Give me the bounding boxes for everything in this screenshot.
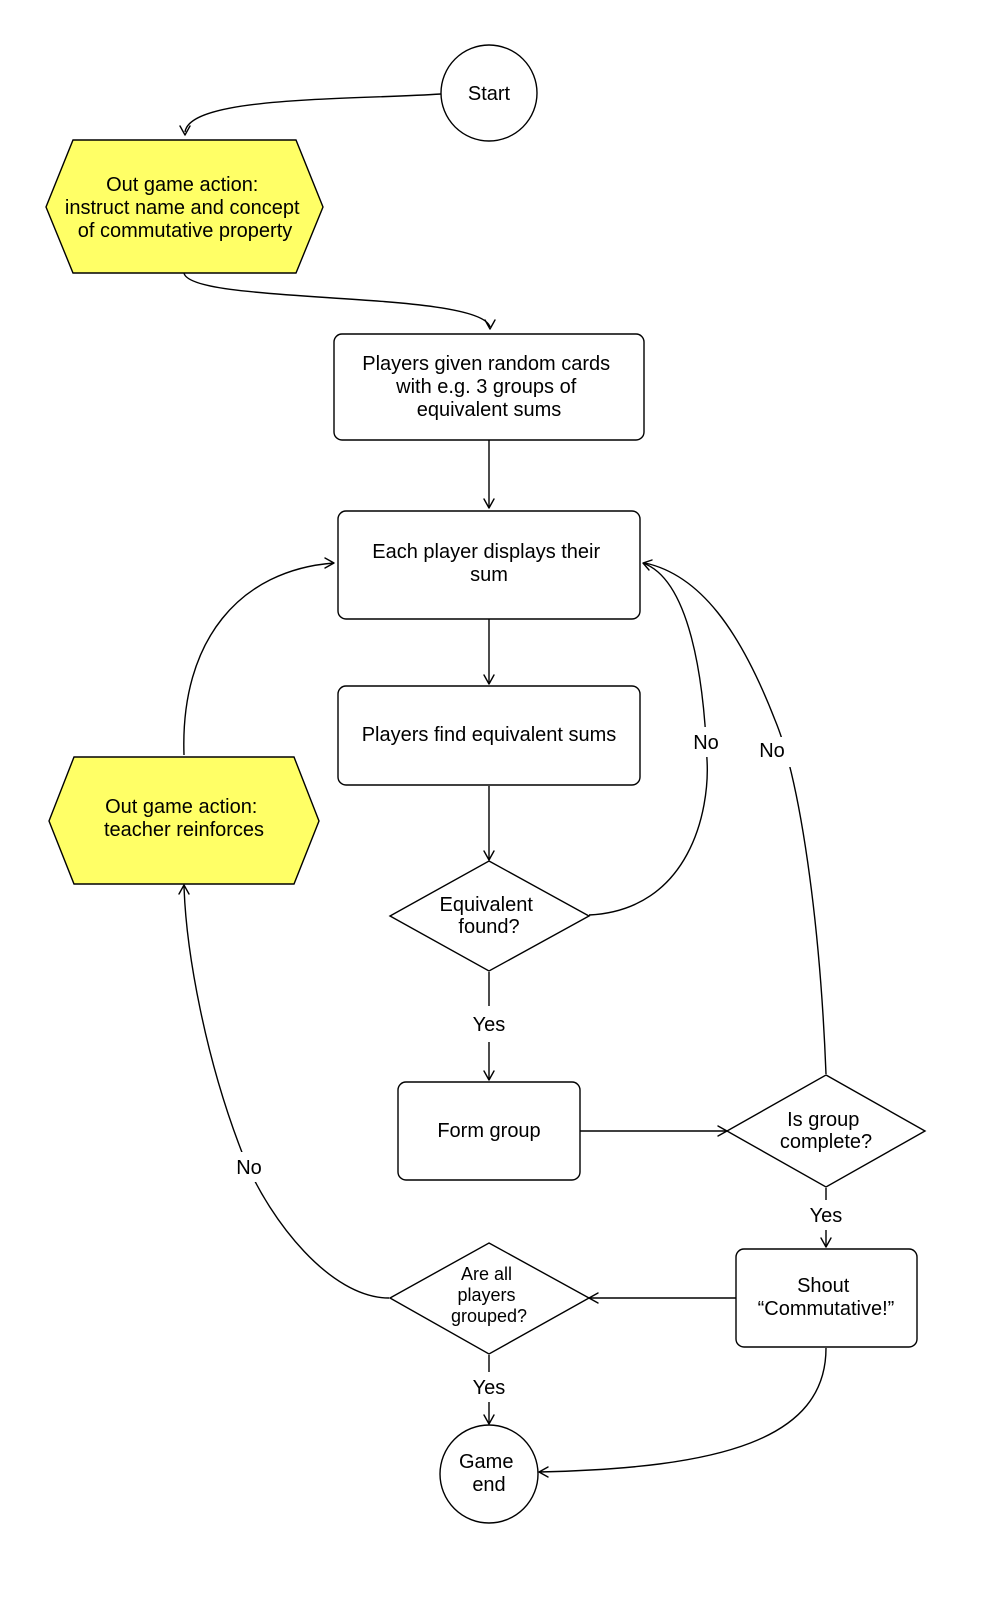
edge-allgrouped-to-end-arrowhead: [483, 1414, 495, 1425]
cards-text-line-1: Players given random cards: [362, 353, 610, 375]
allgrouped-decision-node: Are all players grouped?: [388, 1242, 591, 1355]
label-bg-equiv-no: [686, 727, 726, 757]
edge-allgrouped-no-to-reinforce: [183, 885, 390, 1299]
equiv-yes-label: Yes: [473, 1014, 506, 1036]
complete-text-line-2: complete?: [780, 1131, 872, 1153]
end-text-line-1: Game: [459, 1451, 513, 1473]
form-process-node: Form group: [397, 1081, 581, 1181]
complete-no-label: No: [759, 740, 785, 762]
display-process-node: Each player displays their sum: [337, 510, 641, 620]
nodes: Start Out game action: instruct name and…: [45, 44, 927, 1524]
edge-instruct-to-cards-arrowhead: [484, 319, 496, 330]
edge-complete-no-to-display: [644, 562, 827, 1075]
edge-reinforce-to-display-arrowhead: [324, 557, 335, 569]
edges: [178, 93, 832, 1478]
instruct-text-line-2: instruct name and concept: [65, 197, 300, 219]
edge-shout-to-end: [538, 1347, 827, 1473]
find-process-node: Players find equivalent sums: [337, 685, 641, 786]
reinforce-action-node: Out game action: teacher reinforces: [48, 756, 320, 885]
equiv-no-label: No: [693, 732, 719, 754]
display-text-line-1: Each player displays their: [372, 541, 600, 563]
complete-decision-node: Is group complete?: [725, 1074, 927, 1188]
edge-shout-to-end-arrowhead: [538, 1466, 549, 1478]
svg-text:Game end: Game end: [459, 1451, 519, 1496]
shout-process-node: Shout “Commutative!”: [735, 1248, 918, 1348]
allgrouped-no-label: No: [236, 1157, 262, 1179]
edge-find-to-equiv-arrowhead: [483, 850, 495, 861]
complete-text-line-1: Is group: [787, 1109, 859, 1131]
svg-text:Are all players: Are all players grouped?: [451, 1264, 527, 1326]
instruct-action-node: Out game action: instruct name and conce…: [45, 139, 324, 274]
svg-text:Shout “Commutative!”: Shout “Commutative!”: [758, 1275, 895, 1320]
edge-start-to-instruct-arrowhead: [179, 125, 191, 136]
label-bg-allgrouped-no: [229, 1152, 269, 1182]
shout-text-line-2: “Commutative!”: [758, 1298, 895, 1320]
reinforce-text-line-2: teacher reinforces: [104, 819, 264, 841]
end-text-line-2: end: [472, 1474, 505, 1496]
find-text: Players find equivalent sums: [362, 724, 617, 746]
allgrouped-text-line-3: grouped?: [451, 1306, 527, 1326]
equiv-text-line-2: found?: [458, 916, 519, 938]
edge-equiv-to-form-arrowhead: [483, 1070, 495, 1081]
allgrouped-text-line-1: Are all: [461, 1264, 512, 1284]
display-text-line-2: sum: [470, 564, 508, 586]
edge-reinforce-to-display: [183, 562, 335, 756]
equiv-text-line-1: Equivalent: [440, 894, 534, 916]
svg-text:Each player displays their: Each player displays their sum: [372, 541, 605, 586]
equiv-decision-node: Equivalent found?: [388, 860, 591, 972]
label-bg-complete-no: [752, 737, 792, 767]
edge-start-to-instruct: [184, 93, 442, 133]
svg-text:Out game action: teach: Out game action: teacher reinforces: [104, 796, 264, 841]
shout-text-line-1: Shout: [797, 1275, 850, 1297]
reinforce-text-line-1: Out game action:: [105, 796, 257, 818]
instruct-text-line-3: of commutative property: [78, 220, 293, 242]
complete-yes-label: Yes: [810, 1205, 843, 1227]
edge-cards-to-display-arrowhead: [483, 498, 495, 509]
allgrouped-yes-label: Yes: [473, 1377, 506, 1399]
edge-equiv-no-to-display: [588, 562, 708, 916]
svg-text:Players find equivalent sums: Players find equivalent sums: [362, 724, 617, 746]
edge-equiv-no-to-display-arrowhead: [642, 559, 653, 571]
cards-process-node: Players given random cards with e.g. 3 g…: [333, 333, 645, 441]
allgrouped-text-line-2: players: [457, 1285, 515, 1305]
instruct-text-line-1: Out game action:: [106, 174, 258, 196]
edge-display-to-find-arrowhead: [483, 674, 495, 685]
edge-instruct-to-cards: [183, 272, 491, 328]
start-node: Start: [440, 44, 538, 142]
svg-text:Players given random cards: Players given random cards with e.g. 3 g…: [362, 353, 615, 421]
start-text: Start: [468, 83, 511, 105]
end-node: Game end: [439, 1424, 539, 1524]
svg-text:Is group complete?: Is group complete?: [780, 1109, 872, 1153]
svg-text:Equivalent found?: Equivalent found?: [440, 894, 539, 938]
svg-text:Form group: Form group: [437, 1120, 540, 1142]
edge-complete-to-shout-arrowhead: [820, 1237, 832, 1248]
cards-text-line-3: equivalent sums: [417, 399, 562, 421]
svg-text:Out game action: instr: Out game action: instruct name and conce…: [65, 174, 305, 242]
edge-allgrouped-no-to-reinforce-arrowhead: [178, 884, 190, 895]
cards-text-line-2: with e.g. 3 groups of: [395, 376, 577, 398]
svg-text:Start: Start: [468, 83, 511, 105]
form-text: Form group: [437, 1120, 540, 1142]
edge-labels: No No Yes Yes No Yes: [229, 727, 842, 1399]
